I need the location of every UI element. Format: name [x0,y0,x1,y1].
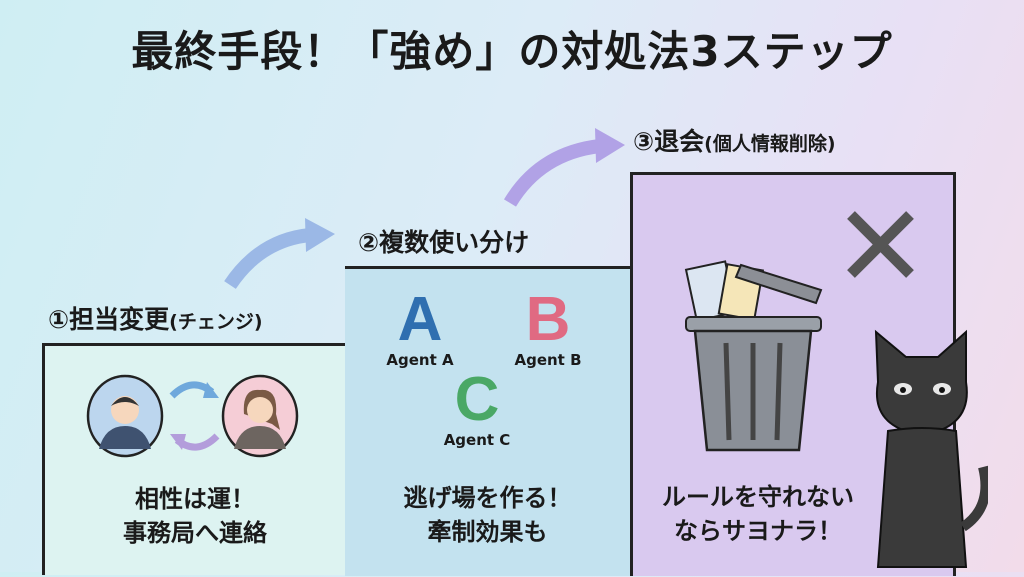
step1-panel: 相性は運！事務局へ連絡 [42,343,348,575]
step3-caption: ルールを守れないならサヨナラ！ [662,483,854,545]
cross-mark-icon [847,211,914,278]
trash-can-icon [684,260,823,452]
step1-caption: 相性は運！事務局へ連絡 [123,485,267,547]
arrow-up-icon [503,128,625,207]
step2-caption: 逃げ場を作る！牽制効果も [403,484,572,546]
step3-panel: ルールを守れないならサヨナラ！ [630,172,988,576]
black-cat-illustration [874,329,988,568]
female-agent-avatar [221,374,299,458]
arrow-up-icon [224,218,335,289]
step2-label: ②複数使い分け [358,228,530,257]
step1-label: ①担当変更(チェンジ) [48,305,263,334]
male-agent-avatar [86,374,164,458]
step3-label: ③退会(個人情報削除) [633,127,836,156]
page-title: 最終手段！「強め」の対処法3ステップ [131,27,893,76]
swap-arrows-icon [169,381,220,451]
